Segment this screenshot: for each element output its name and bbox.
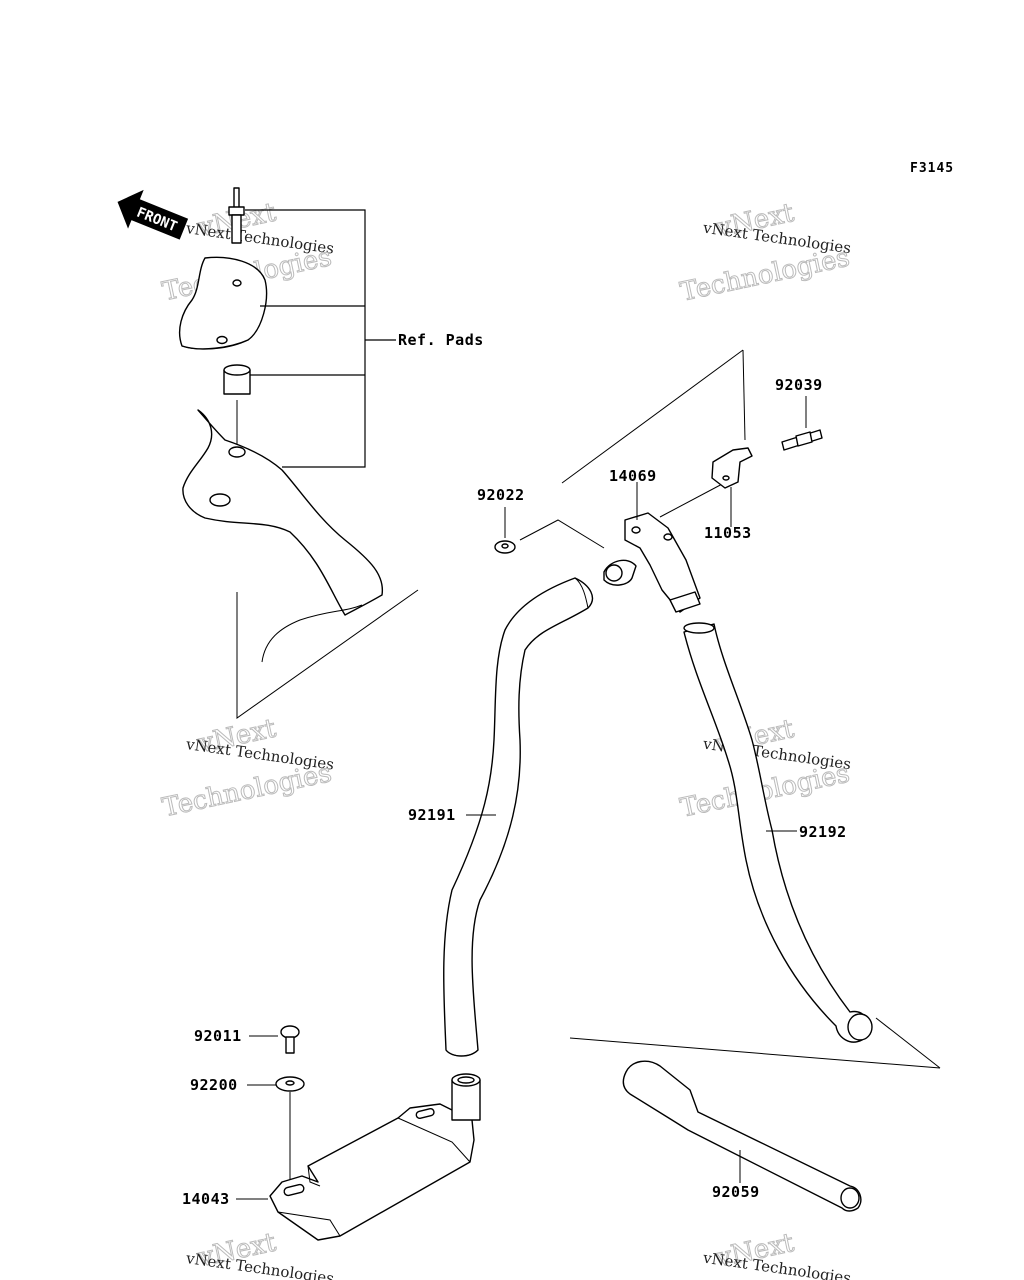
screw-92011: [249, 1025, 300, 1054]
hose-92059: [569, 1017, 941, 1212]
elbow-fitting-14069: [603, 482, 701, 613]
ref-pads-leaders: [245, 209, 396, 468]
frame-section: [182, 409, 419, 719]
label-14043: 14043: [182, 1190, 230, 1208]
diagram-code: F3145: [910, 161, 954, 176]
rivet-92039: [781, 396, 823, 451]
front-arrow-icon: FRONT: [117, 189, 189, 240]
label-92191: 92191: [408, 806, 456, 824]
label-92200: 92200: [190, 1076, 238, 1094]
watermark-mid-left: vNext vNext Technologies Technologies: [159, 713, 335, 824]
label-92011: 92011: [194, 1027, 242, 1045]
bracket-11053: [711, 447, 753, 527]
ref-pads-label: Ref. Pads: [398, 331, 484, 349]
label-14069: 14069: [609, 467, 657, 485]
svg-text:Technologies: Technologies: [678, 243, 853, 308]
label-92059: 92059: [712, 1183, 760, 1201]
pad-cover: [178, 256, 268, 350]
label-92039: 92039: [775, 376, 823, 394]
washer-92022: [494, 507, 605, 554]
label-92192: 92192: [799, 823, 847, 841]
watermark-top-right: vNext vNext Technologies Technologies: [677, 197, 853, 308]
label-11053: 11053: [704, 524, 752, 542]
bracket-14043: [236, 1073, 481, 1241]
watermark-bottom-right: vNext vNext Technologies: [701, 1227, 852, 1280]
washer-92200: [247, 1076, 305, 1190]
assembly-outline: [561, 349, 746, 518]
bolt-top-left: [228, 187, 245, 244]
svg-text:Technologies: Technologies: [160, 758, 335, 823]
label-92022: 92022: [477, 486, 525, 504]
collar-spacer: [223, 364, 251, 395]
hose-92191: [443, 577, 593, 1057]
hose-92192: [683, 622, 873, 1043]
